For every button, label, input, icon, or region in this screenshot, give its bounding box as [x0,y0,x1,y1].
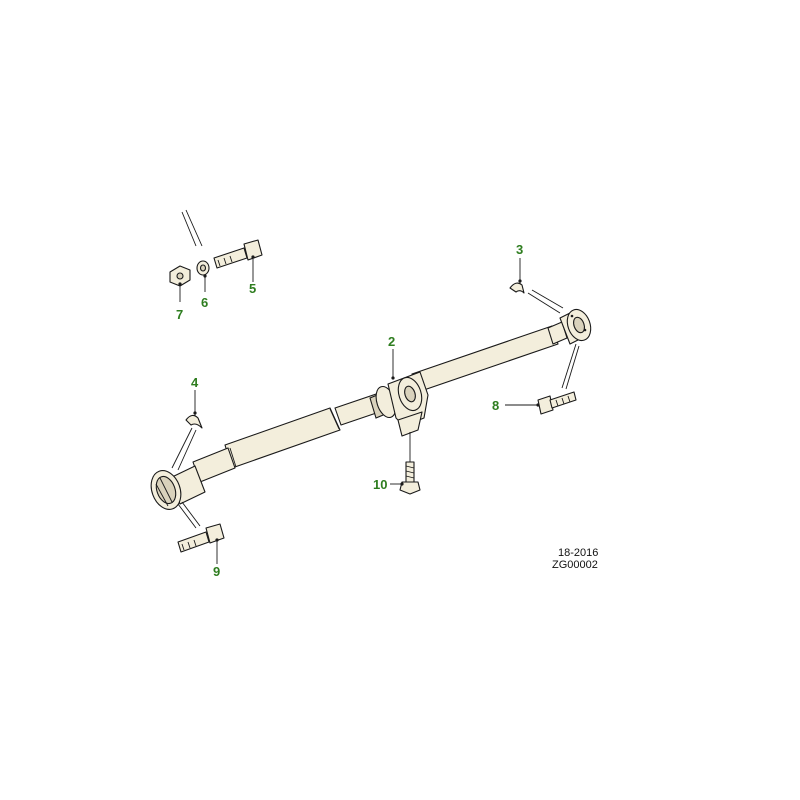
callout-9: 9 [213,564,220,579]
callout-4: 4 [191,375,199,390]
bolt-part-10 [390,461,421,495]
callout-2: 2 [388,334,395,349]
rear-flange [150,465,206,510]
bolt-part-9 [177,501,225,564]
callout-7: 7 [176,307,183,322]
clip-part-4 [171,390,203,471]
front-flange [559,308,592,345]
leader-line [181,211,197,247]
nut-part-7 [169,265,191,302]
clip-part-3 [509,258,564,314]
callout-3: 3 [516,242,523,257]
center-bearing [369,371,429,462]
callout-8: 8 [492,398,499,413]
date-code: 18-2016 [558,547,598,559]
callout-5: 5 [249,281,256,296]
washer-part-6 [196,260,210,292]
bolt-part-8 [505,343,580,415]
bolt-part-5 [213,239,263,282]
drawing-id: ZG00002 [552,559,598,571]
callout-10: 10 [373,477,387,492]
callout-6: 6 [201,295,208,310]
leader-dot [391,376,395,380]
leader-line [185,209,203,247]
